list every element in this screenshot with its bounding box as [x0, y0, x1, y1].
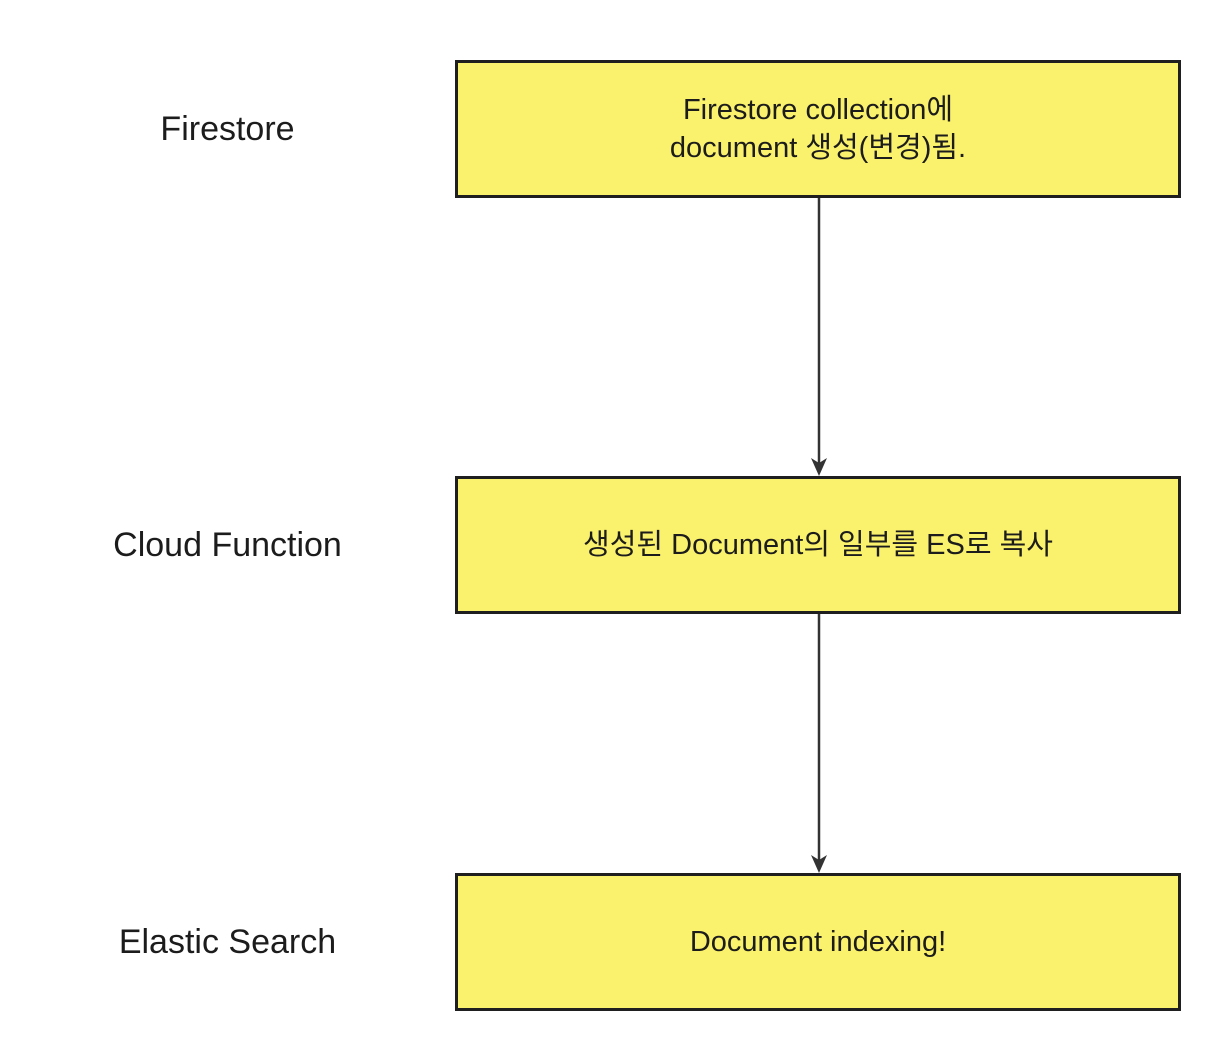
lane-label-firestore: Firestore — [160, 109, 295, 148]
lane-label-cloud-function: Cloud Function — [113, 525, 342, 564]
arrow-down-icon — [811, 614, 827, 873]
node-firestore-event: Firestore collection에 document 생성(변경)됨. — [455, 60, 1181, 198]
node-document-indexing: Document indexing! — [455, 873, 1181, 1011]
node-cloud-function-copy: 생성된 Document의 일부를 ES로 복사 — [455, 476, 1181, 614]
arrow-down-icon — [811, 198, 827, 476]
lane-label-elastic-search: Elastic Search — [118, 922, 337, 961]
